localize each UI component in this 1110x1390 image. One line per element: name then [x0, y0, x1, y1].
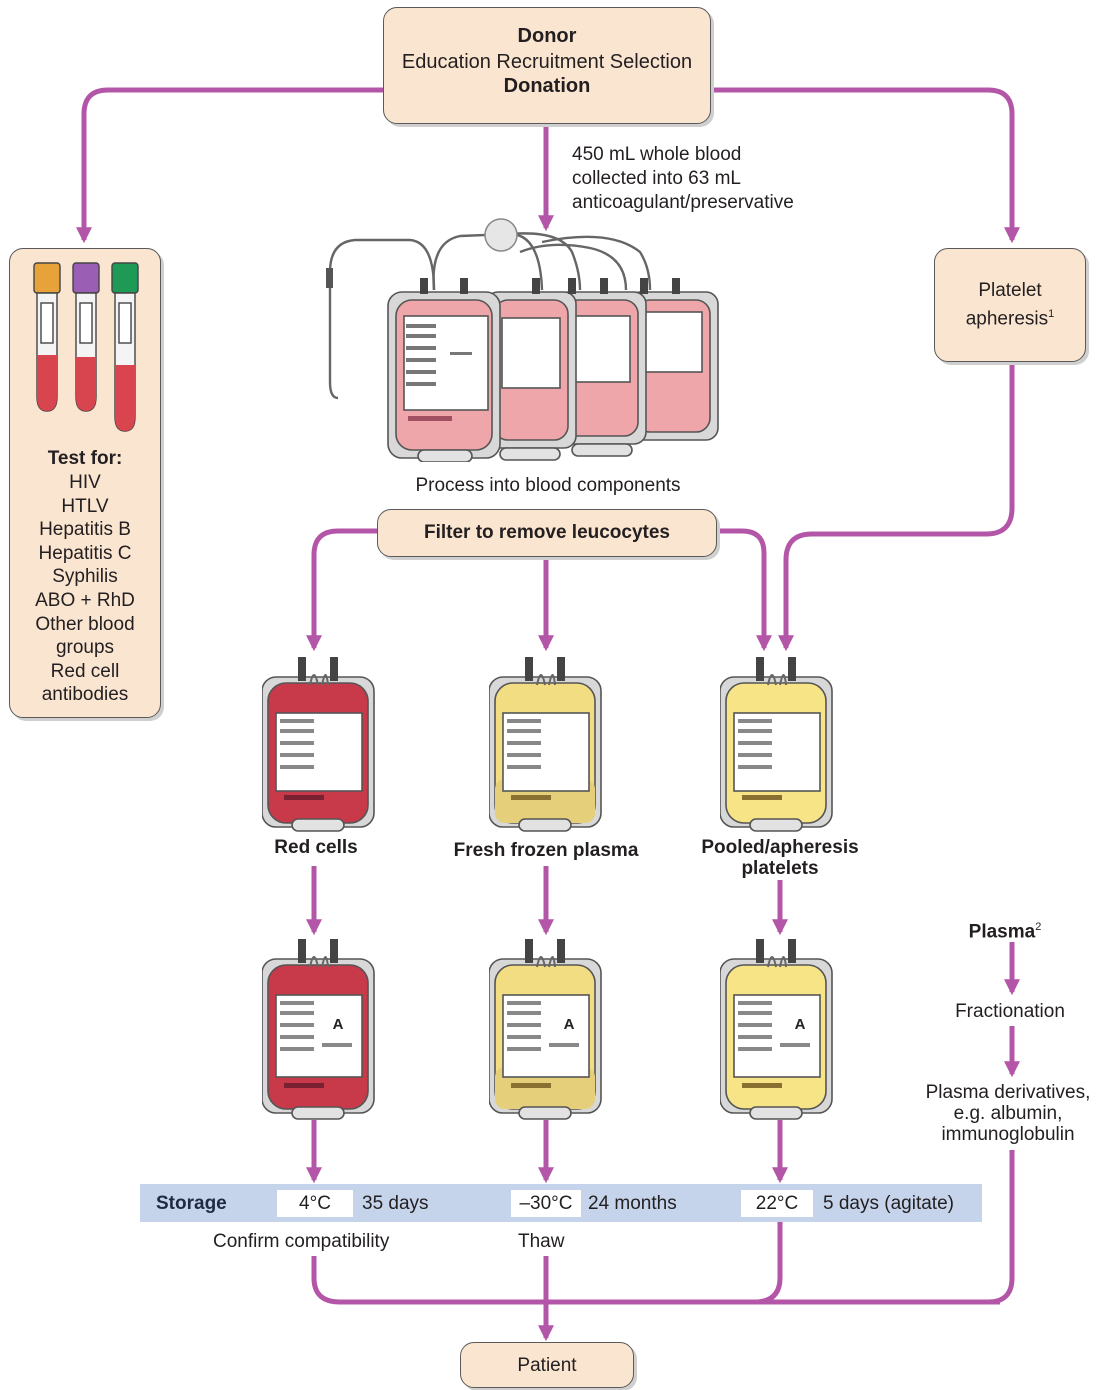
ffp-label: Fresh frozen plasma — [453, 840, 639, 861]
arrow-filter-to-platelets — [716, 528, 773, 652]
derivatives-line1: Plasma derivatives, — [925, 1082, 1091, 1103]
platelets-labelled-bag: A — [720, 939, 833, 1120]
donor-box: Donor Education Recruitment Selection Do… — [383, 7, 711, 124]
platelets-label-line1: Pooled/apheresis — [701, 837, 859, 858]
collection-note-line2: collected into 63 mL — [572, 168, 741, 189]
test-item: Other blood — [35, 613, 135, 635]
blood-group-label: A — [564, 1016, 575, 1033]
apheresis-footnote: 1 — [1048, 308, 1055, 320]
ffp-bag — [489, 657, 602, 832]
storage-red-temp: 4°C — [277, 1190, 353, 1217]
arrow-donor-to-tests — [75, 87, 384, 244]
storage-plt-temp: 22°C — [741, 1190, 813, 1217]
arrow-filter-to-red — [305, 528, 378, 652]
bag-back-1 — [485, 291, 577, 461]
bag-back-3 — [627, 291, 719, 441]
test-item: HIV — [69, 472, 101, 493]
test-item: antibodies — [41, 684, 129, 706]
storage-label: Storage — [156, 1193, 227, 1214]
apheresis-line2: apheresis1 — [965, 308, 1055, 330]
red-cells-labelled-bag: A — [262, 939, 375, 1120]
bag-front — [387, 291, 501, 462]
filter-label: Filter to remove leucocytes — [423, 522, 671, 543]
storage-red-time: 35 days — [362, 1193, 429, 1214]
platelets-bag — [720, 657, 833, 832]
filter-box: Filter to remove leucocytes — [377, 509, 717, 557]
platelet-apheresis-box: Platelet apheresis1 — [934, 248, 1086, 362]
storage-plt-time: 5 days (agitate) — [823, 1193, 954, 1214]
test-item: Hepatitis C — [38, 542, 132, 564]
platelets-label-line2: platelets — [741, 858, 819, 879]
donor-title: Donor — [517, 25, 577, 47]
derivatives-line2: e.g. albumin, — [953, 1103, 1063, 1124]
plasma-title: Plasma2 — [968, 921, 1042, 943]
red-cells-label: Red cells — [274, 837, 358, 858]
process-label: Process into blood components — [415, 475, 681, 496]
line-plt-to-bottom — [757, 1222, 783, 1305]
patient-label: Patient — [517, 1355, 577, 1376]
bag-back-2 — [555, 291, 647, 457]
whole-blood-bag-set — [326, 218, 719, 462]
arrow-donor-to-apheresis — [710, 87, 1021, 244]
storage-ffp-time: 24 months — [588, 1193, 677, 1214]
test-item: ABO + RhD — [35, 589, 135, 611]
thaw-label: Thaw — [518, 1231, 565, 1252]
arrow-apheresis-to-platelets — [777, 362, 1015, 652]
line-red-to-bottom — [311, 1256, 1000, 1305]
tests-box: Test for: HIV HTLV Hepatitis B Hepatitis… — [9, 248, 161, 718]
test-tubes-illustration — [33, 262, 139, 432]
red-cells-bag — [262, 657, 375, 832]
collection-note-line1: 450 mL whole blood — [572, 144, 742, 165]
tests-title: Test for: — [47, 448, 123, 469]
test-item: Hepatitis B — [39, 519, 131, 541]
test-tube-purple — [72, 262, 100, 412]
test-item: Red cell — [50, 660, 120, 682]
line-derivatives-to-bottom — [987, 1150, 1015, 1305]
blood-group-label: A — [333, 1016, 344, 1033]
apheresis-line1: Platelet — [978, 280, 1042, 301]
test-item: Syphilis — [52, 566, 118, 588]
blood-group-label: A — [795, 1016, 806, 1033]
collection-note-line3: anticoagulant/preservative — [572, 192, 794, 213]
confirm-compatibility-label: Confirm compatibility — [213, 1231, 390, 1252]
ffp-labelled-bag: A — [489, 939, 602, 1120]
fractionation-label: Fractionation — [955, 1001, 1065, 1022]
test-tube-green — [111, 262, 139, 432]
test-item: groups — [55, 637, 115, 659]
donor-action: Donation — [503, 75, 591, 97]
test-item: HTLV — [61, 495, 109, 517]
donor-steps: Education Recruitment Selection — [401, 51, 693, 73]
plasma-footnote: 2 — [1035, 921, 1042, 933]
test-tube-orange — [33, 262, 61, 412]
storage-ffp-temp: –30°C — [511, 1190, 581, 1217]
tests-list: HIV HTLV Hepatitis B Hepatitis C Syphili… — [10, 471, 160, 707]
patient-box: Patient — [460, 1342, 634, 1388]
derivatives-line3: immunoglobulin — [941, 1124, 1075, 1145]
